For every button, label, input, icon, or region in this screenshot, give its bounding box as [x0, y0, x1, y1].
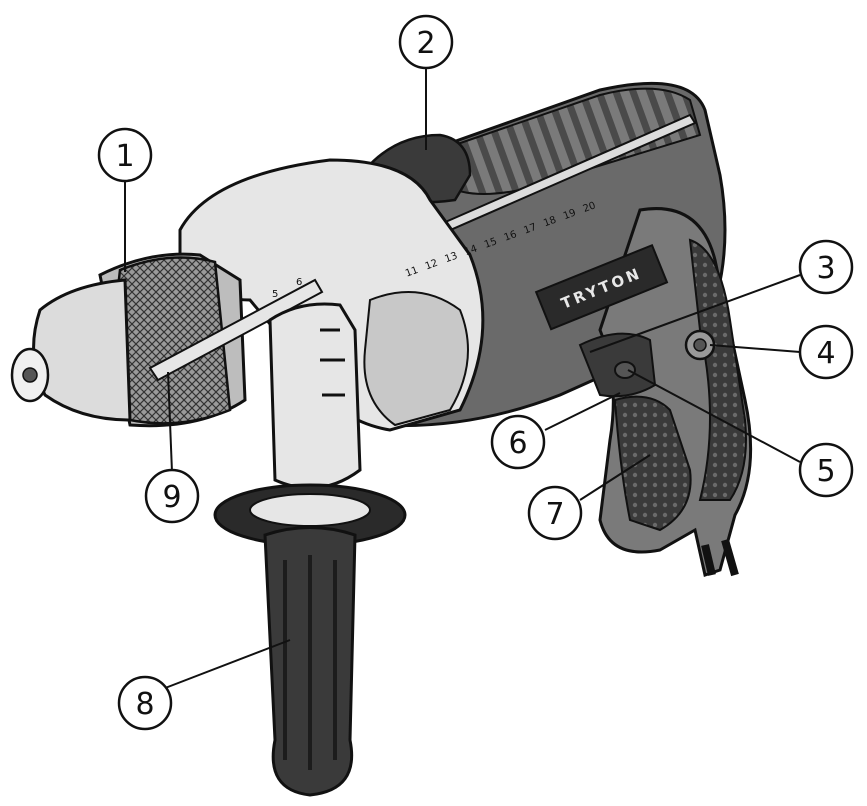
callout-label-6: 6	[508, 426, 527, 461]
leader-5	[627, 369, 801, 463]
front-grip-texture	[613, 395, 692, 532]
callout-label-9: 9	[162, 480, 181, 515]
top-scale: 11 12 13 14 15 16 17 18 19 20	[404, 200, 597, 279]
scale-label-16: 16	[503, 229, 519, 244]
callout-5: 5	[798, 442, 854, 498]
scale-label-19: 19	[562, 207, 578, 222]
callout-label-1: 1	[115, 139, 134, 174]
scale-label-12: 12	[424, 258, 440, 273]
scale-label-11: 11	[404, 265, 420, 280]
callout-label-3: 3	[816, 251, 835, 286]
aux-handle-collar	[268, 302, 362, 490]
leader-3	[589, 274, 801, 353]
rear-grip-texture	[688, 238, 747, 501]
chuck-hole	[22, 367, 38, 383]
callout-label-4: 4	[816, 336, 835, 371]
depth-label-5: 5	[272, 289, 278, 300]
aux-handle-ribs	[283, 555, 337, 770]
callout-3: 3	[798, 239, 854, 295]
scale-label-20: 20	[582, 200, 598, 215]
callout-8: 8	[117, 675, 173, 731]
aux-collar-slots	[320, 328, 345, 397]
depth-gauge	[148, 278, 324, 382]
depth-label-6: 6	[296, 277, 302, 288]
chuck-nose	[32, 278, 132, 422]
scale-label-13: 13	[443, 251, 459, 266]
leader-8	[159, 639, 291, 691]
power-cord	[701, 538, 739, 577]
callout-1: 1	[97, 127, 153, 183]
callout-label-8: 8	[135, 687, 154, 722]
callout-label-5: 5	[816, 454, 835, 489]
scale-label-14: 14	[463, 243, 479, 258]
callout-2: 2	[398, 14, 454, 70]
leader-lines	[124, 65, 801, 691]
leader-9	[167, 371, 173, 473]
scale-label-18: 18	[542, 215, 558, 230]
callout-label-2: 2	[416, 26, 435, 61]
callout-7: 7	[527, 485, 583, 541]
callout-label-7: 7	[545, 497, 564, 532]
scale-label-17: 17	[522, 222, 538, 237]
callout-6: 6	[490, 414, 546, 470]
scale-label-15: 15	[483, 236, 499, 251]
reverse-switch	[614, 361, 636, 379]
leader-7	[579, 454, 651, 501]
aux-handle-neck	[249, 493, 371, 527]
lock-button-core	[693, 338, 707, 352]
gear-housing-shade	[363, 291, 469, 427]
leader-6	[544, 392, 621, 431]
callout-4: 4	[798, 324, 854, 380]
callout-9: 9	[144, 468, 200, 524]
leader-4	[709, 344, 801, 353]
